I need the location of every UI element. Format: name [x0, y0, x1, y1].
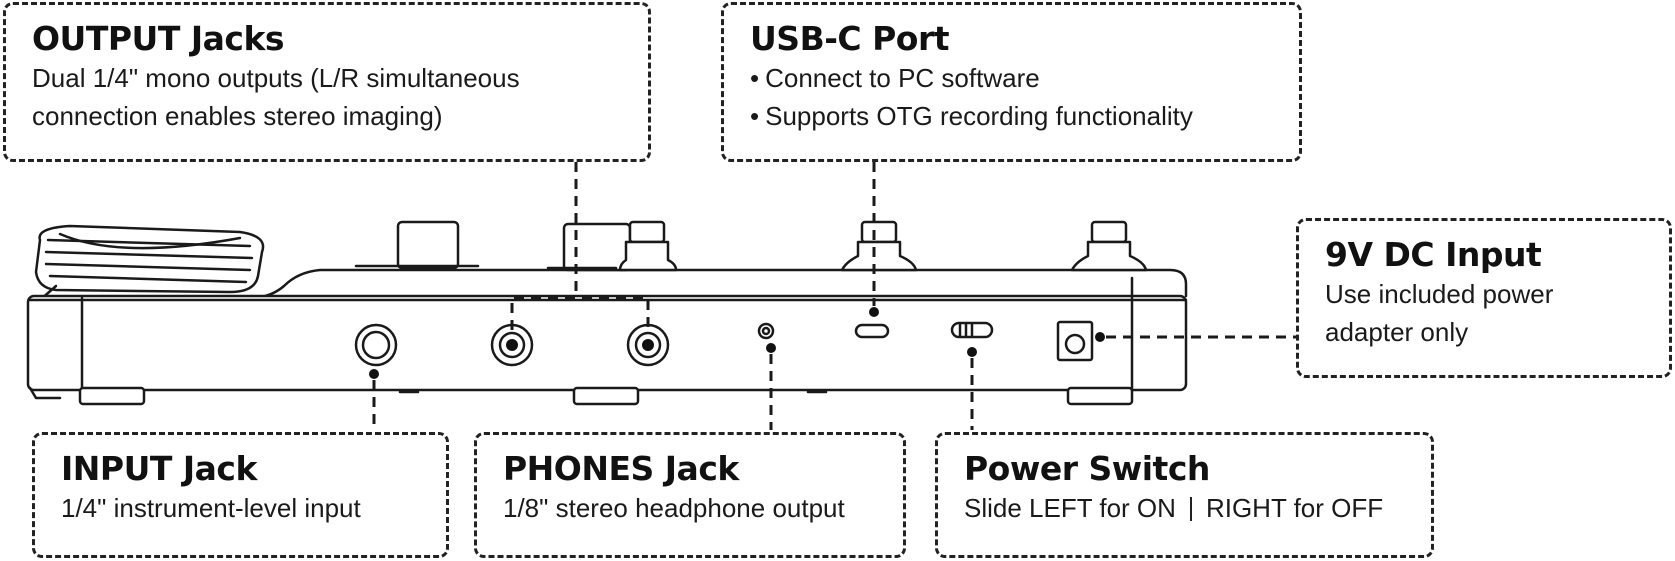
- phones-jack-desc: 1/8" stereo headphone output: [503, 493, 845, 523]
- usb-c-callout: USB-C Port Connect to PC software Suppor…: [721, 2, 1302, 162]
- power-switch-left-text: Slide LEFT for ON: [964, 493, 1176, 523]
- expression-pedal: [34, 224, 265, 302]
- input-jack-desc: 1/4" instrument-level input: [61, 493, 361, 523]
- dc-input-callout: 9V DC Input Use included power adapter o…: [1296, 218, 1672, 378]
- power-switch-title: Power Switch: [964, 449, 1210, 488]
- output-jacks-callout: OUTPUT Jacks Dual 1/4" mono outputs (L/R…: [3, 2, 651, 162]
- footswitch-3: [1070, 220, 1148, 272]
- output-jacks-desc-line2: connection enables stereo imaging): [32, 101, 443, 131]
- foot: [78, 386, 146, 406]
- power-switch-right-text: RIGHT for OFF: [1205, 493, 1384, 523]
- usb-c-port: [854, 323, 890, 339]
- output-jacks-title: OUTPUT Jacks: [32, 19, 285, 58]
- usb-c-bullet: Supports OTG recording functionality: [750, 97, 1275, 135]
- footswitch-1: [618, 220, 678, 272]
- marker-dots: [369, 307, 1105, 379]
- usb-c-title: USB-C Port: [750, 19, 950, 58]
- power-switch: [950, 321, 994, 339]
- input-jack: [354, 323, 398, 367]
- foot: [1066, 386, 1134, 406]
- dc-input-jack: [1056, 320, 1094, 362]
- foot: [572, 386, 640, 406]
- separator: [1189, 497, 1192, 521]
- leader-lines: [372, 162, 1296, 430]
- dc-input-title: 9V DC Input: [1325, 235, 1542, 274]
- phones-jack: [757, 322, 775, 340]
- top-knob-1: [354, 220, 480, 270]
- input-jack-title: INPUT Jack: [61, 449, 257, 488]
- input-jack-callout: INPUT Jack 1/4" instrument-level input: [32, 432, 449, 558]
- power-switch-callout: Power Switch Slide LEFT for ON RIGHT for …: [935, 432, 1434, 558]
- chassis-body: [26, 294, 1188, 392]
- usb-c-bullet: Connect to PC software: [750, 59, 1275, 97]
- footswitch-2: [840, 220, 918, 272]
- usb-c-bullets: Connect to PC software Supports OTG reco…: [750, 59, 1275, 135]
- phones-jack-callout: PHONES Jack 1/8" stereo headphone output: [474, 432, 906, 558]
- phones-jack-title: PHONES Jack: [503, 449, 739, 488]
- dc-input-desc-line1: Use included power: [1325, 279, 1554, 309]
- output-jacks-desc-line1: Dual 1/4" mono outputs (L/R simultaneous: [32, 63, 520, 93]
- power-switch-desc: Slide LEFT for ON RIGHT for OFF: [964, 489, 1407, 527]
- top-knob-2: [546, 222, 632, 272]
- dc-input-desc-line2: adapter only: [1325, 317, 1469, 347]
